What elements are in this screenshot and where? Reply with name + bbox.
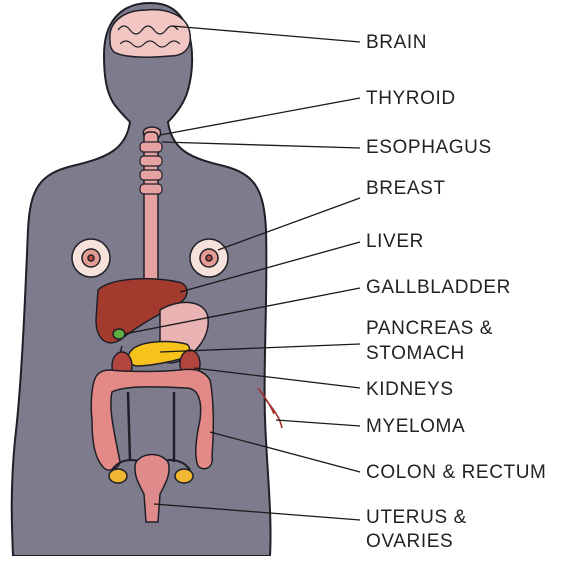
label-pancreas-line2: STOMACH [366, 341, 465, 366]
label-esophagus: ESOPHAGUS [366, 135, 492, 160]
ovary-right [175, 469, 193, 483]
brain [110, 10, 190, 57]
label-liver: LIVER [366, 229, 424, 254]
label-brain: BRAIN [366, 30, 427, 55]
label-thyroid: THYROID [366, 86, 456, 111]
label-pancreas-line1: PANCREAS & [366, 316, 493, 341]
label-gallbladder: GALLBLADDER [366, 275, 511, 300]
breast-right [190, 239, 228, 277]
label-myeloma: MYELOMA [366, 414, 465, 439]
label-kidneys: KIDNEYS [366, 377, 454, 402]
label-uterus-line1: UTERUS & [366, 505, 467, 530]
gallbladder [113, 329, 125, 339]
label-uterus-line2: OVARIES [366, 529, 453, 554]
label-breast: BREAST [366, 176, 446, 201]
breast-left [72, 239, 110, 277]
label-colon: COLON & RECTUM [366, 460, 546, 485]
ovary-left [109, 469, 127, 483]
